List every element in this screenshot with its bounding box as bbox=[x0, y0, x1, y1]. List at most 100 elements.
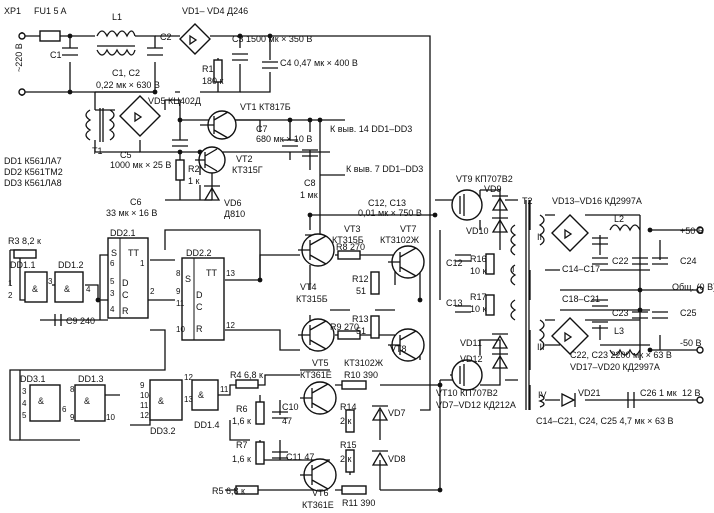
pin-num: 2 bbox=[8, 291, 13, 300]
resistor-r5 bbox=[235, 485, 259, 495]
label-c3: C3 1500 мк × 350 В bbox=[232, 34, 312, 44]
pin-num: 11 bbox=[176, 299, 185, 308]
diode-vd7 bbox=[371, 405, 389, 421]
label-dd2-2: DD2.2 bbox=[186, 248, 212, 258]
diode-vd8 bbox=[371, 450, 389, 466]
resistor-r4 bbox=[235, 379, 259, 389]
label-vt2: VT2 bbox=[236, 154, 253, 164]
capacitor-c23 bbox=[632, 311, 648, 319]
pin-num: 9 bbox=[70, 413, 75, 422]
gate-dd3-2 bbox=[149, 379, 183, 421]
label-vd13: VD13–VD16 КД2997А bbox=[552, 196, 642, 206]
pin-tt-1: TT bbox=[128, 248, 139, 258]
pin-num: 4 bbox=[22, 399, 27, 408]
label-dd2: DD2 К561ТМ2 bbox=[4, 167, 63, 177]
pin-num: 4 bbox=[110, 305, 115, 314]
label-r4: R4 6,8 к bbox=[230, 370, 263, 380]
diode-vd12 bbox=[491, 353, 509, 369]
resistor-r3 bbox=[13, 249, 37, 259]
label-vt4: VT4 bbox=[300, 282, 317, 292]
pin-num: 9 bbox=[176, 287, 181, 296]
label-vt8-type: КТ3102Ж bbox=[344, 358, 384, 368]
label-vt8: VT8 bbox=[390, 344, 407, 354]
label-c14c17: C14–C17 bbox=[562, 264, 600, 274]
plug-terminal-top bbox=[18, 32, 26, 40]
and-dd1-2: & bbox=[64, 284, 70, 294]
flipflop-dd2-1 bbox=[107, 237, 149, 319]
capacitor-c24 bbox=[652, 257, 668, 265]
label-vt7-type: КТ3102Ж bbox=[380, 235, 420, 245]
plug-terminal-bottom bbox=[18, 88, 26, 96]
label-c11: C11 47 bbox=[286, 452, 314, 462]
capacitor-c1 bbox=[62, 47, 78, 56]
label-c4: C4 0,47 мк × 400 В bbox=[280, 58, 358, 68]
label-vd6-type: Д810 bbox=[224, 209, 245, 219]
capacitor-c5 bbox=[172, 139, 188, 147]
label-vt1: VT1 КТ817Б bbox=[240, 102, 291, 112]
label-vd5: VD5 КЦ402Д bbox=[148, 96, 201, 106]
pin-num: 10 bbox=[106, 413, 115, 422]
label-vt5-type: КТ361Е bbox=[300, 370, 332, 380]
transformer-t1 bbox=[85, 108, 115, 142]
capacitor-c26 bbox=[627, 392, 635, 408]
label-12v: 12 В bbox=[682, 388, 701, 398]
pin-num: 9 bbox=[140, 381, 145, 390]
resistor-r6 bbox=[255, 401, 265, 425]
diode-vd9 bbox=[491, 195, 509, 211]
gate-dd1-3 bbox=[74, 384, 106, 422]
zener-vd6 bbox=[203, 185, 221, 201]
capacitor-c9 bbox=[54, 314, 62, 326]
label-r6: R6 bbox=[236, 404, 248, 414]
label-r15: R15 bbox=[340, 440, 357, 450]
and-dd1-1: & bbox=[32, 284, 38, 294]
pin-c-1: C bbox=[122, 290, 129, 300]
label-r1: R1 bbox=[202, 64, 214, 74]
label-t2: T2 bbox=[522, 196, 533, 206]
resistor-r11 bbox=[341, 485, 367, 495]
label-r13: R13 bbox=[352, 314, 369, 324]
capacitor-c22 bbox=[632, 257, 648, 265]
pin-d-1: D bbox=[122, 278, 129, 288]
resistor-r1 bbox=[213, 59, 223, 83]
label-vd1-vd4: VD1– VD4 Д246 bbox=[182, 6, 248, 16]
label-c10-val: 47 bbox=[282, 416, 292, 426]
label-r12: R12 bbox=[352, 274, 369, 284]
label-c24: C24 bbox=[680, 256, 697, 266]
resistor-r14 bbox=[345, 409, 355, 433]
label-c1c2: C1, C2 bbox=[112, 68, 140, 78]
label-dd3: DD3 К561ЛА8 bbox=[4, 178, 62, 188]
transformer-t2 bbox=[510, 200, 545, 410]
label-c8-val: 1 мк bbox=[300, 190, 318, 200]
label-mains: ~220 В bbox=[14, 43, 24, 72]
capacitor-c13 bbox=[455, 305, 471, 313]
label-r16-val: 10 к bbox=[470, 266, 487, 276]
label-r14: R14 bbox=[340, 402, 357, 412]
pin-r-1: R bbox=[122, 306, 129, 316]
label-c14c25: C14–C21, C24, C25 4,7 мк × 63 В bbox=[536, 416, 673, 426]
label-dd3-1: DD3.1 bbox=[20, 374, 46, 384]
pin-r-2: R bbox=[196, 324, 203, 334]
resistor-r13 bbox=[370, 315, 380, 339]
mosfet-vt10 bbox=[451, 359, 483, 391]
label-r10: R10 390 bbox=[344, 370, 378, 380]
label-c7: C7 bbox=[256, 124, 268, 134]
label-c2: C2 bbox=[160, 32, 172, 42]
gate-dd3-1 bbox=[29, 384, 61, 422]
pin-d-2: D bbox=[196, 290, 203, 300]
resistor-r10 bbox=[341, 380, 367, 390]
terminal-plus50 bbox=[696, 226, 704, 234]
label-c10: C10 bbox=[282, 402, 299, 412]
pin-num: 12 bbox=[140, 411, 149, 420]
label-c5: C5 bbox=[120, 150, 132, 160]
label-k14: К выв. 14 DD1–DD3 bbox=[330, 124, 412, 134]
components bbox=[13, 23, 704, 495]
label-r11: R11 390 bbox=[342, 498, 375, 508]
pin-num: 12 bbox=[184, 373, 193, 382]
label-vt6: VT6 bbox=[312, 488, 329, 498]
label-xp1: XP1 bbox=[4, 6, 21, 16]
capacitor-c4 bbox=[262, 61, 278, 69]
pin-num: 1 bbox=[140, 259, 145, 268]
label-r7: R7 bbox=[236, 440, 248, 450]
resistor-r7 bbox=[255, 441, 265, 465]
pin-num: 5 bbox=[110, 277, 115, 286]
